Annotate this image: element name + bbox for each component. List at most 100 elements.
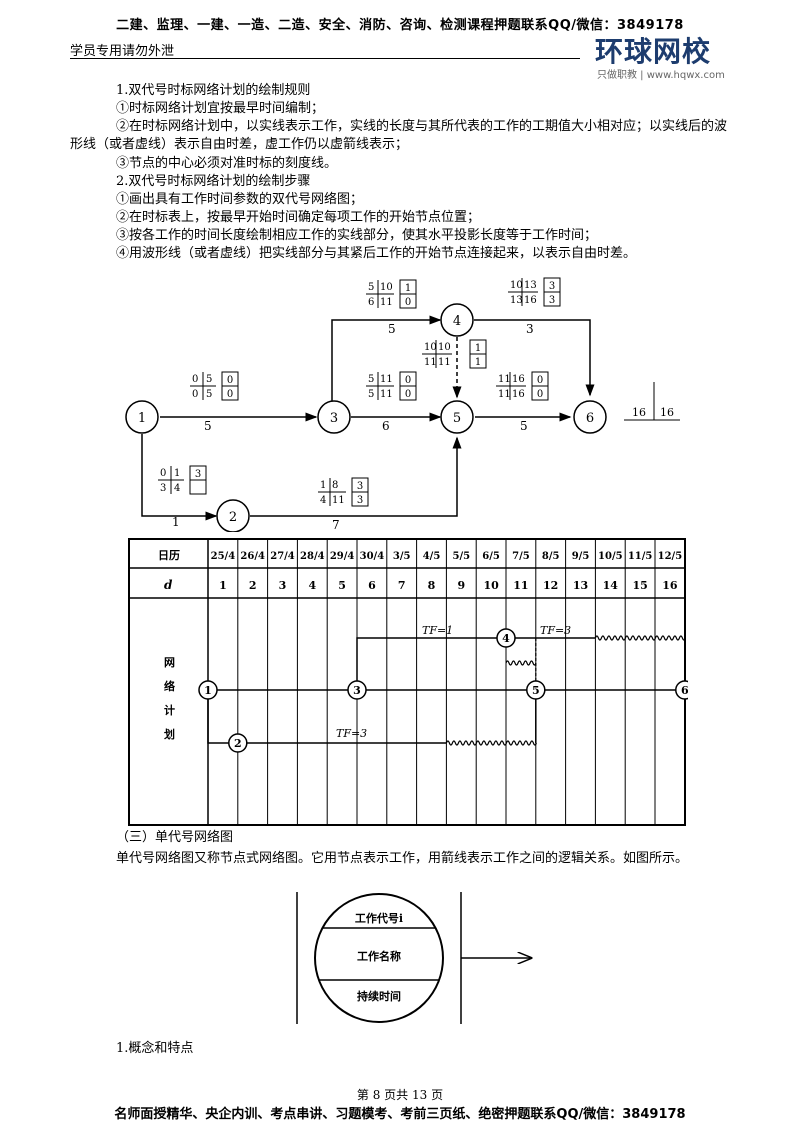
ts-node-2 bbox=[228, 733, 248, 753]
ts-node-label-1: 1 bbox=[204, 684, 212, 697]
day-cell: 5 bbox=[338, 579, 346, 592]
end-ef: 16 bbox=[632, 406, 646, 419]
rule-3: ③节点的中心必须对准时标的刻度线。 bbox=[116, 156, 338, 171]
timescale-network-table: 25/4126/4227/4328/4429/4530/463/574/585/… bbox=[128, 538, 688, 826]
ls: 13 bbox=[510, 295, 523, 306]
es: 10 bbox=[510, 280, 523, 291]
row-day-label: d bbox=[164, 578, 173, 592]
arrow-2-5 bbox=[250, 436, 462, 517]
node-3-label: 3 bbox=[330, 411, 338, 426]
arrow-4-6 bbox=[474, 319, 595, 397]
node-duration-label: 持续时间 bbox=[357, 989, 401, 1003]
ff: 1 bbox=[475, 357, 481, 368]
params-3-5: 5 11 5 11 0 0 bbox=[366, 371, 417, 401]
es: 0 bbox=[160, 468, 166, 479]
date-cell: 9/5 bbox=[572, 551, 590, 562]
footer-ad: 名师面授精华、央企内训、考点串讲、习题模考、考前三页纸、绝密押题联系QQ/微信：… bbox=[114, 1107, 686, 1122]
step-4: ④用波形线（或者虚线）把实线部分与其紧后工作的开始节点连接起来，以表示自由时差。 bbox=[116, 246, 637, 261]
lf: 4 bbox=[174, 483, 180, 494]
node-5: 5 bbox=[440, 400, 474, 434]
date-cell: 25/4 bbox=[211, 551, 236, 562]
confidential-note: 学员专用请勿外泄 bbox=[70, 44, 175, 59]
ls: 5 bbox=[368, 389, 374, 400]
ts-node-4 bbox=[496, 628, 516, 648]
ls: 4 bbox=[320, 495, 326, 506]
es: 11 bbox=[498, 374, 511, 385]
ef: 13 bbox=[524, 280, 537, 291]
date-cell: 11/5 bbox=[628, 551, 653, 562]
tf: 3 bbox=[549, 281, 555, 292]
date-cell: 28/4 bbox=[300, 551, 325, 562]
tf-label-4-6: TF=3 bbox=[540, 624, 571, 637]
date-cell: 6/5 bbox=[482, 551, 500, 562]
date-cell: 10/5 bbox=[598, 551, 623, 562]
tf-label-2-5: TF=3 bbox=[336, 727, 367, 740]
tf: 0 bbox=[537, 375, 543, 386]
day-cell: 16 bbox=[662, 579, 678, 592]
date-cell: 12/5 bbox=[658, 551, 683, 562]
end-time-marker: 16 16 bbox=[624, 382, 680, 421]
duration-1-2: 1 bbox=[172, 515, 180, 529]
day-cell: 3 bbox=[279, 579, 287, 592]
es: 1 bbox=[320, 480, 326, 491]
step-3: ③按各工作的时间长度绘制相应工作的实线部分，使其水平投影长度等于工作时间； bbox=[116, 228, 598, 243]
ls: 11 bbox=[498, 389, 511, 400]
ef: 1 bbox=[174, 468, 180, 479]
day-cell: 9 bbox=[457, 579, 465, 592]
lf: 16 bbox=[512, 389, 525, 400]
ef: 5 bbox=[206, 374, 212, 385]
node-6: 6 bbox=[573, 400, 607, 434]
node-2-label: 2 bbox=[229, 510, 237, 525]
day-cell: 14 bbox=[603, 579, 619, 592]
tf-label-3-4: TF=1 bbox=[422, 624, 453, 637]
node-1: 1 bbox=[125, 400, 159, 434]
tf: 3 bbox=[357, 481, 363, 492]
day-cell: 15 bbox=[632, 579, 647, 592]
day-cell: 6 bbox=[368, 579, 376, 592]
section-3-title: （三）单代号网络图 bbox=[116, 830, 234, 845]
params-5-6: 11 16 11 16 0 0 bbox=[496, 371, 549, 401]
node-3: 3 bbox=[317, 400, 351, 434]
ef: 8 bbox=[332, 480, 338, 491]
ts-wave-2-5 bbox=[445, 740, 537, 746]
ts-node-3 bbox=[347, 680, 367, 700]
ts-node-5 bbox=[526, 680, 546, 700]
params-1-2: 0 1 3 4 3 bbox=[158, 465, 207, 495]
end-lf: 16 bbox=[660, 406, 674, 419]
duration-3-4: 5 bbox=[388, 322, 396, 336]
params-2-5: 1 8 4 11 3 3 bbox=[318, 477, 369, 507]
lf: 11 bbox=[438, 357, 451, 368]
ts-wave-4-5 bbox=[505, 660, 537, 666]
arrow-1-2 bbox=[141, 434, 218, 521]
ts-node-label-6: 6 bbox=[681, 684, 688, 697]
es: 5 bbox=[368, 374, 374, 385]
step-2: ②在时标表上，按最早开始时间确定每项工作的开始节点位置； bbox=[116, 210, 481, 225]
tf: 1 bbox=[405, 283, 411, 294]
date-cell: 29/4 bbox=[330, 551, 355, 562]
ts-node-6 bbox=[675, 680, 688, 700]
day-cell: 1 bbox=[219, 579, 227, 592]
concept-title: 1.概念和特点 bbox=[116, 1041, 194, 1056]
single-code-node-diagram: 工作代号i 工作名称 持续时间 bbox=[296, 892, 535, 1024]
ff: 3 bbox=[357, 495, 363, 506]
ef: 10 bbox=[438, 342, 451, 353]
single-code-desc: 单代号网络图又称节点式网络图。它用节点表示工作，用箭线表示工作之间的逻辑关系。如… bbox=[116, 851, 689, 866]
ls: 11 bbox=[424, 357, 437, 368]
es: 5 bbox=[368, 282, 374, 293]
lf: 16 bbox=[524, 295, 537, 306]
tf: 0 bbox=[227, 375, 233, 386]
node-code-label: 工作代号i bbox=[355, 911, 403, 925]
side-label-3: 划 bbox=[164, 727, 175, 741]
ts-wave-4-6 bbox=[594, 635, 686, 641]
date-cell: 5/5 bbox=[453, 551, 471, 562]
duration-2-5: 7 bbox=[332, 518, 340, 532]
params-1-3: 0 5 0 5 0 0 bbox=[190, 371, 239, 401]
ts-node-label-2: 2 bbox=[234, 737, 242, 750]
ts-node-1 bbox=[198, 680, 218, 700]
day-cell: 2 bbox=[249, 579, 257, 592]
tf: 3 bbox=[195, 469, 201, 480]
steps-title: 2.双代号时标网络计划的绘制步骤 bbox=[116, 174, 311, 189]
lf: 5 bbox=[206, 389, 212, 400]
node-name-label: 工作名称 bbox=[357, 949, 401, 963]
node-4: 4 bbox=[440, 303, 474, 337]
